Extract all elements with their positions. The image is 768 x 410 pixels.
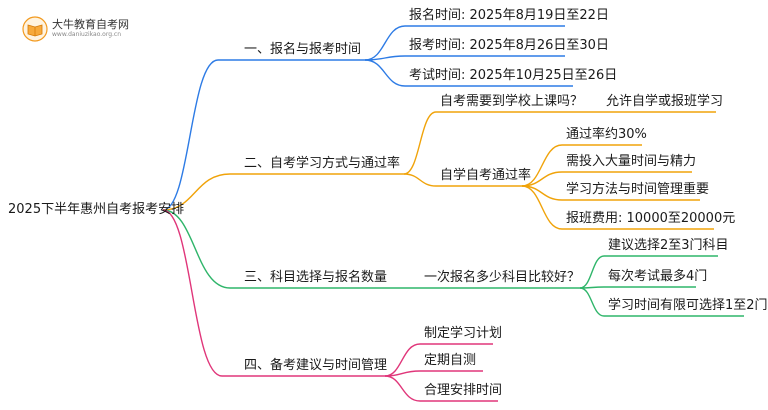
connector-branch-3-leaf-3	[579, 287, 744, 317]
branch-3-sub-1: 一次报名多少科目比较好？	[424, 270, 581, 285]
connector-branch-1-child-2	[364, 55, 565, 61]
branch-4-connectors	[162, 209, 498, 402]
branch-1-child-1: 报名时间: 2025年8月19日至22日	[409, 8, 609, 23]
branch-1-child-2: 报考时间: 2025年8月26日至30日	[409, 38, 609, 53]
branch-4-leaf-1: 制定学习计划	[424, 326, 503, 341]
connector-branch-2-sub-2	[403, 173, 522, 187]
branch-2-leaf-1: 通过率约30%	[566, 127, 647, 142]
branch-4-leaf-2: 定期自测	[424, 353, 477, 368]
connector-branch-3-leaf-2	[579, 286, 696, 289]
connector-branch-3-leaf-1	[579, 255, 718, 289]
branch-3-leaf-1: 建议选择2至3门科目	[608, 238, 729, 253]
connector-branch-4-leaf-2	[384, 370, 483, 377]
connector-branch-1-child-3	[364, 59, 573, 87]
branch-2-sub-2: 自学自考通过率	[440, 168, 532, 183]
connector-branch-4-leaf-1	[384, 343, 493, 377]
brand-url: www.daniuzikao.org.cn	[52, 31, 122, 38]
connector-branch-2-leaf-4	[521, 185, 714, 230]
branch-2-sub-1-leaf: 允许自学或报班学习	[606, 94, 724, 109]
connector-branch-4-leaf-3	[384, 375, 498, 402]
branch-3-leaf-2: 每次考试最多4门	[608, 269, 708, 284]
branch-4-leaf-3: 合理安排时间	[424, 383, 503, 398]
branch-1-connectors	[162, 25, 573, 211]
connector-root-branch-4	[162, 209, 223, 377]
connector-root-branch-1	[162, 59, 219, 211]
connector-root-branch-3	[162, 209, 231, 289]
branch-1-child-3: 考试时间: 2025年10月25日至26日	[409, 68, 618, 83]
connector-root-branch-2	[162, 173, 231, 211]
root-node: 2025下半年惠州自考报考安排	[8, 202, 185, 217]
branch-2-label: 二、自考学习方式与通过率	[244, 156, 401, 171]
branch-4-label: 四、备考建议与时间管理	[244, 358, 388, 373]
connector-branch-1-child-1	[364, 25, 565, 61]
connector-branch-2-leaf-1	[521, 144, 642, 187]
branch-3-label: 三、科目选择与报名数量	[244, 270, 388, 285]
connector-branch-2-sub-1	[403, 111, 596, 175]
branch-3-leaf-3: 学习时间有限可选择1至2门	[608, 298, 768, 313]
brand-title: 大牛教育自考网	[52, 18, 129, 31]
branch-2-leaf-2: 需投入大量时间与精力	[566, 154, 697, 169]
book-icon	[22, 16, 48, 42]
branch-3-connectors	[162, 209, 744, 317]
connector-branch-2-leaf-2	[521, 171, 692, 187]
branch-2-leaf-3: 学习方法与时间管理重要	[566, 182, 710, 197]
branch-1-label: 一、报名与报考时间	[244, 42, 362, 57]
branch-2-leaf-4: 报班费用: 10000至20000元	[566, 211, 736, 226]
branch-2-connectors	[162, 111, 716, 230]
branch-2-sub-1: 自考需要到学校上课吗？	[440, 94, 584, 109]
mindmap-connectors	[162, 25, 744, 402]
connector-branch-2-leaf-3	[521, 185, 700, 201]
